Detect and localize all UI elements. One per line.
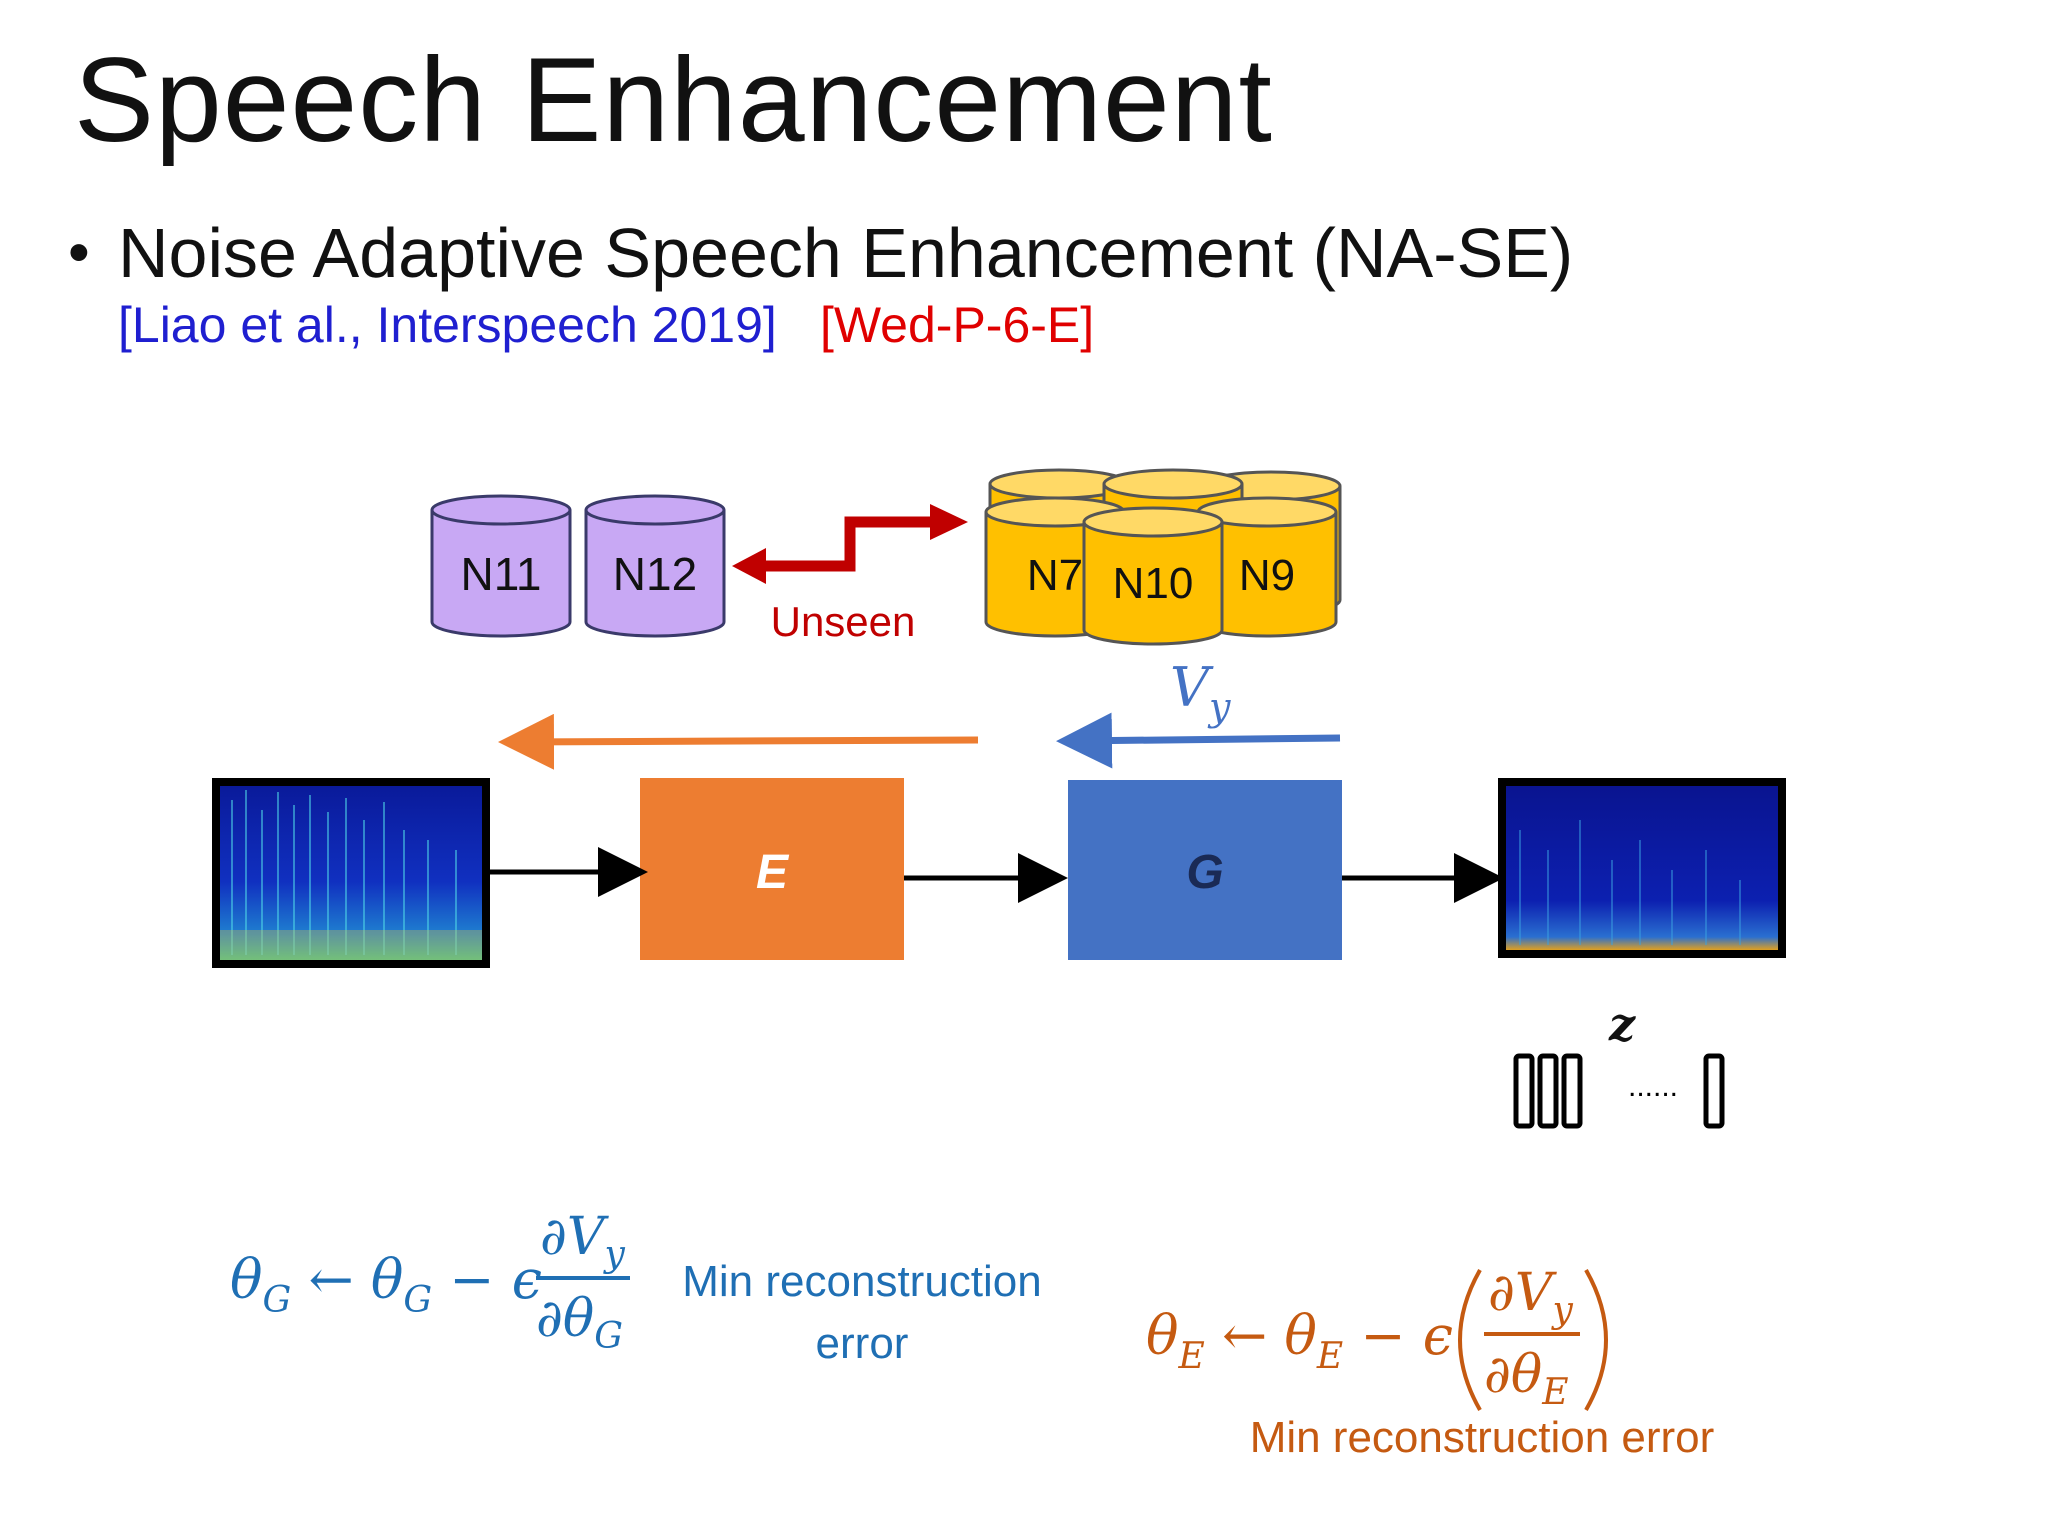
svg-text:∂θG: ∂θG [536, 1289, 623, 1357]
n10-label: N10 [1113, 559, 1194, 608]
bullet-text: Noise Adaptive Speech Enhancement (NA-SE… [118, 214, 1574, 292]
output-spectrogram [1498, 778, 1786, 958]
latent-vector-z [1513, 1053, 1725, 1129]
vy-label: Vy [1170, 656, 1231, 729]
n11-label: N11 [461, 548, 542, 600]
encoder-label: E [756, 846, 790, 899]
svg-text:∂θE: ∂θE [1484, 1345, 1568, 1413]
svg-text:∂Vy: ∂Vy [1488, 1263, 1573, 1331]
encoder-update-equation: θE ← θE − ϵ ∂Vy ∂θE [1146, 1263, 1608, 1413]
generator-update-equation: θG ← θG − ϵ ∂Vy ∂θG [230, 1207, 630, 1357]
n12-label: N12 [613, 548, 697, 600]
generator-gradient-arrow [1056, 712, 1341, 769]
n9-label: N9 [1239, 551, 1295, 600]
cylinder-n12: N12 [584, 494, 726, 638]
generator-block: G [1068, 780, 1342, 960]
n7-label: N7 [1027, 551, 1083, 600]
session-tag: [Wed-P-6-E] [820, 297, 1095, 353]
left-note-line1: Min reconstruction [682, 1257, 1041, 1306]
left-note-line2: error [816, 1319, 909, 1368]
input-spectrogram [212, 778, 490, 968]
citation: [Liao et al., Interspeech 2019] [118, 297, 777, 353]
unseen-double-arrow [732, 504, 968, 584]
svg-text:∂Vy: ∂Vy [540, 1207, 625, 1275]
slide-title: Speech Enhancement [74, 33, 1273, 167]
z-dots: ...... [1628, 1070, 1678, 1103]
bullet-dot: • [68, 218, 90, 287]
right-note: Min reconstruction error [1250, 1413, 1715, 1462]
svg-text:θE ← θE − ϵ: θE ← θE − ϵ [1146, 1304, 1453, 1377]
z-label: z [1608, 997, 1636, 1051]
encoder-block: E [640, 778, 904, 960]
generator-label: G [1186, 846, 1223, 899]
svg-text:θG ← θG − ϵ: θG ← θG − ϵ [230, 1248, 542, 1321]
encoder-gradient-arrow [498, 713, 979, 770]
unseen-label: Unseen [771, 598, 916, 645]
cylinder-n10: N10 [1082, 506, 1224, 646]
cylinder-n11: N11 [430, 494, 572, 638]
